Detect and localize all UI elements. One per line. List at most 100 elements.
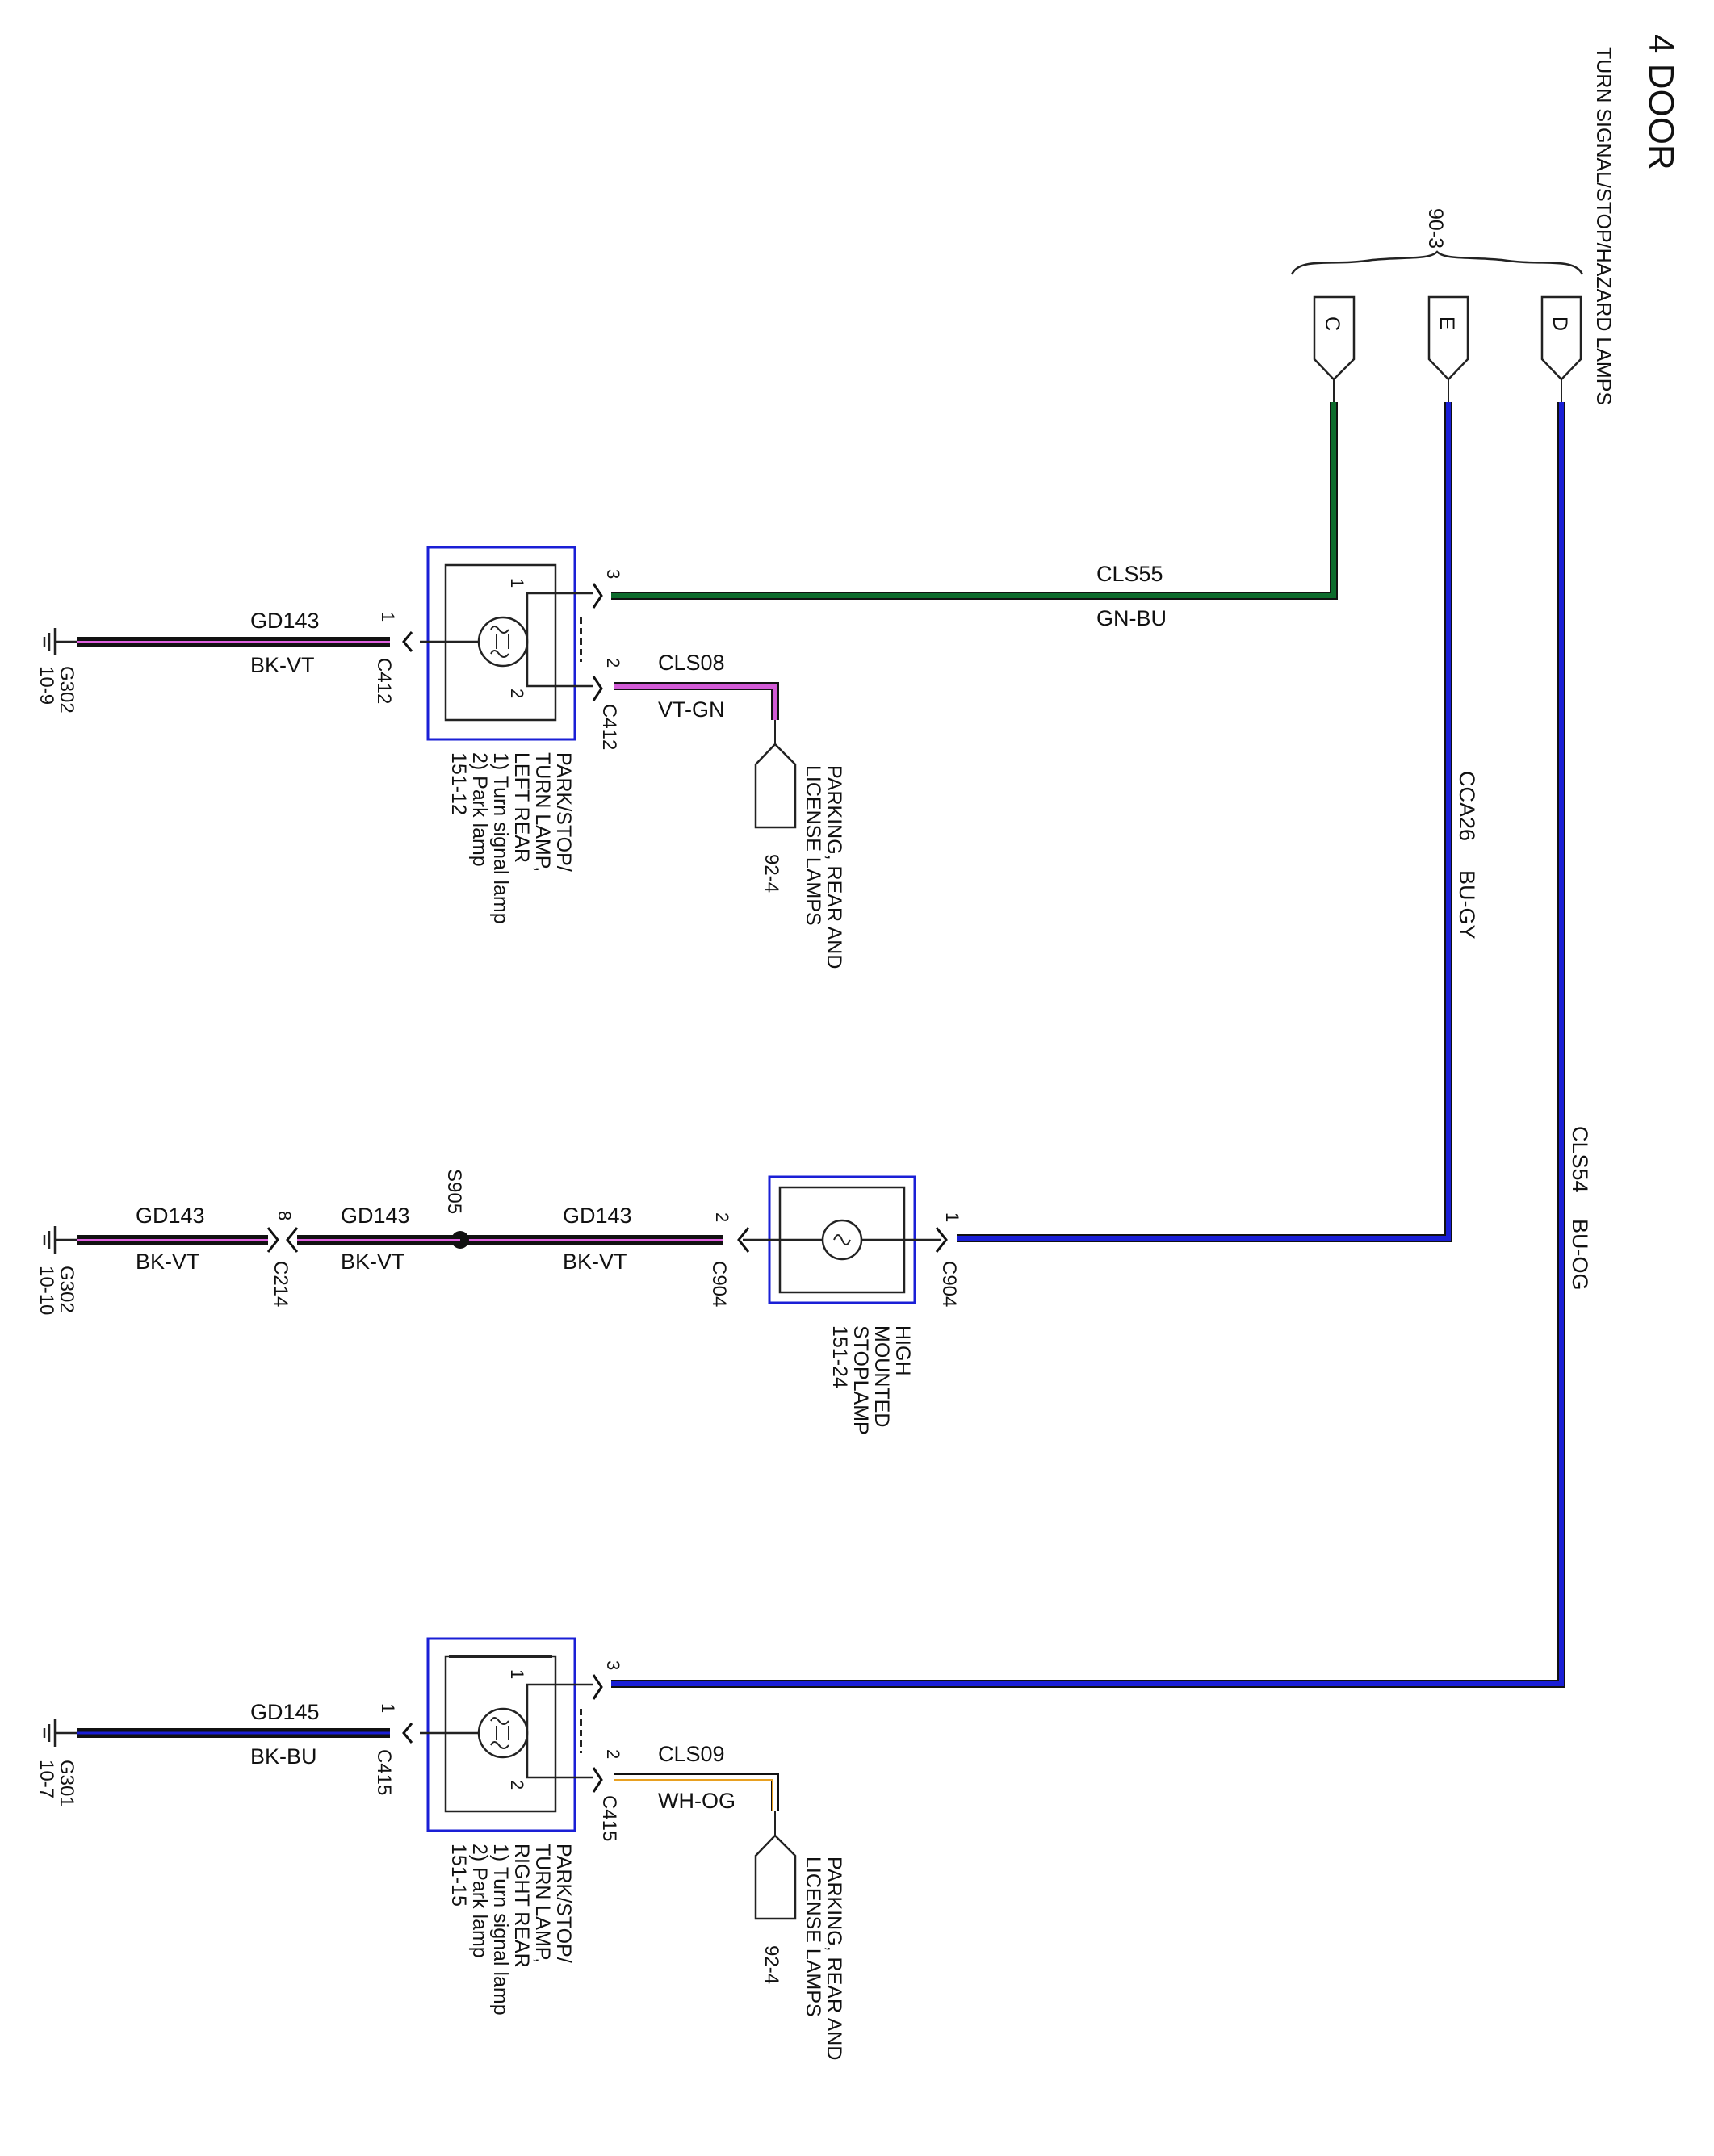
wire-cls54-circuit: CLS54: [1568, 1126, 1592, 1193]
lamp-left-note-2: 2) Park lamp: [468, 752, 491, 867]
wire-gd143-left-circuit: GD143: [250, 609, 320, 633]
wire-gd143-s1: GD143 BK-VT: [77, 1204, 268, 1274]
wire-gd143-s2-color: BK-VT: [341, 1250, 405, 1274]
ground-g1-ref: 10-9: [36, 666, 57, 705]
lamp-left-pin2: 2: [603, 658, 623, 668]
lamp-right-rear: 1 2 3 2 1 C415 C415 PARK/STOP/ TURN LAMP…: [373, 1637, 623, 2016]
lamp-left-inner-pin1: 1: [507, 578, 527, 588]
wire-gd145: GD145 BK-BU: [77, 1700, 390, 1769]
destination-right-ref: 92-4: [761, 1945, 782, 1984]
destination-right: 92-4 PARKING, REAR AND LICENSE LAMPS: [754, 1834, 845, 2060]
ground-g3: G301 10-7: [36, 1719, 78, 1807]
wire-gd143-s2-circuit: GD143: [341, 1204, 410, 1228]
lamp-right-pin3: 3: [603, 1660, 623, 1670]
lamp-right-pin1: 1: [378, 1703, 398, 1713]
lamp-right-pin2: 2: [603, 1749, 623, 1759]
lamp-right-name-1: PARK/STOP/: [552, 1844, 575, 1963]
page-title: 4 DOOR: [1641, 34, 1681, 170]
ground-g2: G302 10-10: [36, 1226, 78, 1315]
lamp-high-name-3: STOPLAMP: [849, 1325, 872, 1435]
wire-cls54-color: BU-OG: [1568, 1219, 1592, 1291]
wire-cls55: CLS55 GN-BU: [611, 379, 1338, 630]
wire-cca26-color: BU-GY: [1455, 870, 1479, 940]
destination-left-name-2: LICENSE LAMPS: [802, 765, 824, 926]
destination-right-name-2: LICENSE LAMPS: [802, 1857, 824, 2017]
lamp-left-connector-top: C412: [598, 704, 620, 750]
destination-left-ref: 92-4: [761, 854, 782, 893]
wire-gd143-s1-color: BK-VT: [136, 1250, 200, 1274]
ground-g3-name: G301: [56, 1760, 78, 1807]
wire-gd145-color: BK-BU: [250, 1744, 317, 1769]
lamp-high-mounted: 1 2 C904 C904 HIGH MOUNTED STOPLAMP 151-…: [708, 1175, 962, 1435]
pin-E-label: E: [1435, 316, 1458, 330]
wire-cls08-color: VT-GN: [658, 697, 725, 722]
page-subtitle: TURN SIGNAL/STOP/HAZARD LAMPS: [1592, 47, 1615, 405]
splice-s905-label: S905: [443, 1169, 465, 1214]
wire-cls55-color: GN-BU: [1096, 606, 1167, 630]
lamp-left-name-1: PARK/STOP/: [552, 752, 575, 872]
wire-gd143-s3-circuit: GD143: [563, 1204, 632, 1228]
lamp-high-connector-right: C904: [938, 1261, 960, 1307]
ground-g3-ref: 10-7: [36, 1760, 57, 1798]
lamp-right-name-3: RIGHT REAR: [510, 1844, 533, 1968]
lamp-high-name-1: HIGH: [891, 1325, 914, 1376]
pin-E-terminal: E: [1427, 295, 1469, 381]
wire-cls09-circuit: CLS09: [658, 1742, 725, 1766]
inline-connector-name: C214: [270, 1261, 291, 1307]
pin-D-label: D: [1548, 316, 1571, 331]
pin-D-terminal: D: [1540, 295, 1582, 381]
pin-C-label: C: [1321, 316, 1343, 331]
lamp-right-inner-pin1: 1: [507, 1669, 527, 1679]
wire-gd143-left-color: BK-VT: [250, 653, 315, 677]
lamp-left-name-3: LEFT REAR: [510, 752, 533, 863]
lamp-left-pin1: 1: [378, 612, 398, 622]
lamp-right-connector-top: C415: [598, 1795, 620, 1841]
lamp-left-connector-bottom: C412: [373, 658, 395, 704]
wire-gd145-circuit: GD145: [250, 1700, 320, 1724]
lamp-right-note-1: 1) Turn signal lamp: [489, 1844, 512, 2016]
inline-connector-c214: 8 C214: [266, 1211, 299, 1307]
lamp-left-inner-pin2: 2: [507, 689, 527, 698]
lamp-high-connector-left: C904: [708, 1261, 730, 1307]
ground-g1-name: G302: [56, 666, 78, 714]
source-connector: 90-3 C E D: [1290, 208, 1584, 381]
lamp-high-ref: 151-24: [828, 1325, 851, 1388]
wire-cls09: CLS09 WH-OG: [614, 1742, 779, 1836]
source-ref: 90-3: [1424, 208, 1447, 249]
inline-connector-pin: 8: [274, 1211, 295, 1220]
wire-cls08-circuit: CLS08: [658, 651, 725, 675]
lamp-left-note-1: 1) Turn signal lamp: [489, 752, 512, 924]
wire-gd143-s1-circuit: GD143: [136, 1204, 205, 1228]
wire-cls54: CLS54 BU-OG: [611, 379, 1592, 1688]
destination-left-name-1: PARKING, REAR AND: [823, 765, 845, 969]
lamp-left-pin3: 3: [603, 569, 623, 579]
destination-right-name-1: PARKING, REAR AND: [823, 1857, 845, 2060]
wire-gd143-left: GD143 BK-VT: [77, 609, 390, 677]
lamp-right-connector-bottom: C415: [373, 1749, 395, 1795]
wire-gd143-s3: GD143 BK-VT: [460, 1204, 723, 1274]
lamp-left-ref: 151-12: [447, 752, 470, 815]
source-brace: [1290, 250, 1584, 275]
ground-g2-name: G302: [56, 1266, 78, 1313]
lamp-right-name-2: TURN LAMP,: [531, 1844, 554, 1963]
ground-g1: G302 10-9: [36, 628, 78, 714]
lamp-left-name-2: TURN LAMP,: [531, 752, 554, 872]
destination-left: 92-4 PARKING, REAR AND LICENSE LAMPS: [754, 743, 845, 969]
wire-cls55-circuit: CLS55: [1096, 562, 1163, 586]
ground-g2-ref: 10-10: [36, 1266, 57, 1315]
wire-cls08: CLS08 VT-GN: [614, 651, 779, 744]
wire-cls09-color: WH-OG: [658, 1789, 735, 1813]
lamp-high-pin1: 1: [942, 1212, 962, 1222]
lamp-right-inner-pin2: 2: [507, 1780, 527, 1790]
lamp-right-ref: 151-15: [447, 1844, 470, 1907]
lamp-right-note-2: 2) Park lamp: [468, 1844, 491, 1958]
lamp-high-pin2: 2: [712, 1212, 732, 1222]
wire-cca26-circuit: CCA26: [1455, 771, 1479, 841]
lamp-left-rear: 1 2 3 2 1 C412 C412 PARK/STOP/ TURN LAMP…: [373, 546, 623, 924]
wire-gd143-s2: GD143 BK-VT: [297, 1204, 460, 1274]
wire-gd143-s3-color: BK-VT: [563, 1250, 627, 1274]
wire-cca26: CCA26 BU-GY: [957, 379, 1479, 1242]
lamp-high-name-2: MOUNTED: [870, 1325, 893, 1427]
pin-C-terminal: C: [1313, 295, 1356, 381]
